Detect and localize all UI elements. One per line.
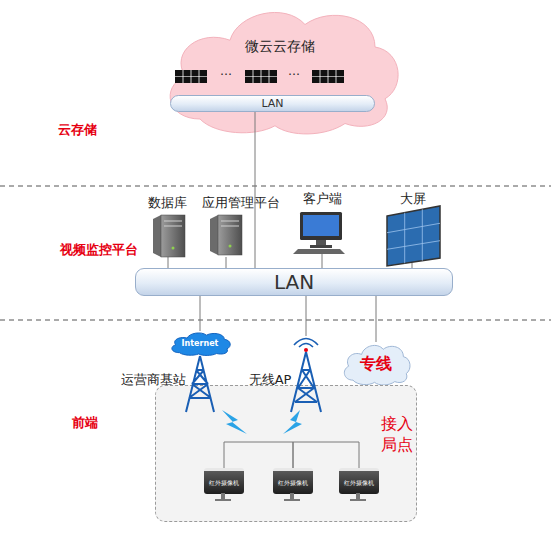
network-link [226, 257, 227, 268]
internet-cloud: Internet [168, 331, 232, 356]
database-server: 数据库 [140, 195, 195, 257]
base-station-tower [186, 356, 214, 412]
video-wall: 大屏 [384, 191, 442, 263]
node-label: Internet [168, 331, 232, 356]
node-label: 数据库 [140, 195, 195, 211]
cloud-outline [170, 12, 398, 133]
network-link [255, 112, 256, 268]
app-server: 应用管理平台 [198, 195, 284, 257]
ir-camera: 红外摄像机 [339, 468, 379, 494]
storage-cloud: 微云云存储 LAN [155, 2, 405, 137]
node-label: 客户端 [296, 191, 348, 207]
node-label: 大屏 [384, 191, 442, 207]
network-link [376, 296, 377, 342]
leased-line-cloud: 专线 [340, 342, 412, 386]
network-link [168, 257, 169, 268]
server-icon [210, 215, 242, 255]
layer-title: 云存储 [58, 122, 97, 138]
node-label: 接入局点 [380, 414, 414, 456]
server-icon [153, 215, 185, 257]
ir-camera: 红外摄像机 [273, 468, 313, 494]
layer-title: 前端 [72, 415, 98, 431]
lan-bus: LAN [135, 268, 453, 296]
access-site: 接入局点红外摄像机红外摄像机红外摄像机 [155, 385, 417, 522]
node-label: 微云云存储 [155, 38, 405, 55]
network-link [224, 442, 293, 468]
node-label: 红外摄像机 [204, 471, 244, 494]
layer-divider [0, 320, 551, 321]
ellipsis-mark: … [284, 64, 304, 78]
node-label: LAN [171, 96, 374, 111]
node-label: 红外摄像机 [273, 471, 313, 494]
layer-title: 视频监控平台 [60, 242, 138, 258]
wireless-ap-tower [291, 339, 321, 413]
network-link [293, 442, 359, 468]
wireless-signal [222, 410, 247, 434]
network-link [200, 296, 201, 331]
cloud-shape [155, 2, 405, 137]
storage-rack [245, 70, 277, 83]
node-label: LAN [136, 269, 452, 295]
network-link [306, 296, 307, 336]
wireless-signal [283, 410, 302, 434]
storage-rack [175, 70, 207, 83]
node-label: 应用管理平台 [198, 195, 284, 211]
storage-rack [312, 70, 344, 83]
node-label: 专线 [340, 342, 412, 386]
ir-camera: 红外摄像机 [204, 468, 244, 494]
network-link [412, 263, 413, 268]
client-pc: 客户端 [296, 191, 348, 253]
network-link [322, 253, 323, 268]
layer-divider [0, 186, 551, 187]
lan-bus: LAN [170, 95, 375, 112]
ellipsis-mark: … [216, 64, 236, 78]
camera-mount [215, 493, 366, 501]
computer-icon [293, 212, 345, 254]
video-wall-icon [387, 206, 440, 266]
node-label: 红外摄像机 [339, 471, 379, 494]
